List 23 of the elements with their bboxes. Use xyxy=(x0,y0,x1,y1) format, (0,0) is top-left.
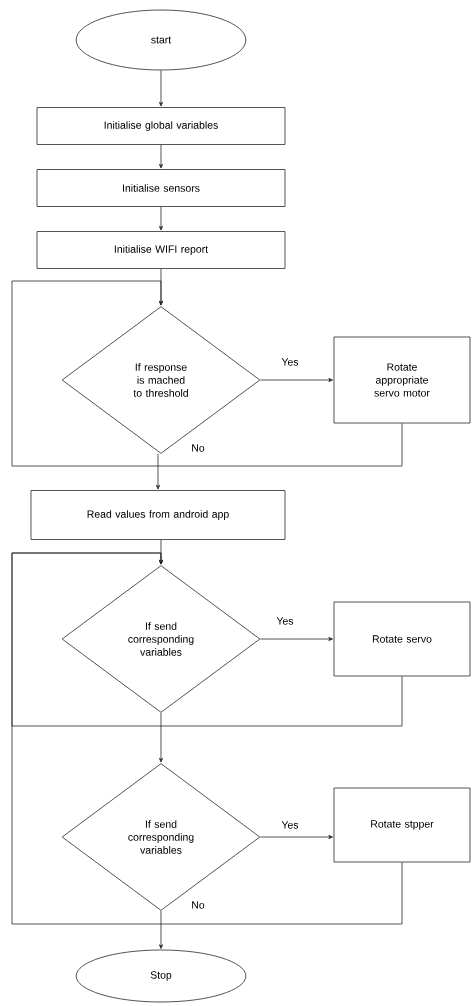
edge-label: No xyxy=(192,901,205,909)
edge-label: Yes xyxy=(281,358,299,366)
process-box: Rotate stpper xyxy=(333,787,471,863)
edge-label: No xyxy=(192,444,205,452)
arrow xyxy=(159,712,163,763)
arrow xyxy=(159,70,163,107)
process-box: Initialise global variables xyxy=(36,107,286,145)
arrow xyxy=(260,835,333,839)
process-box: Initialise sensors xyxy=(36,169,286,207)
arrow xyxy=(156,453,160,490)
edge-label: Yes xyxy=(281,821,299,829)
process-box: Rotate appropriate servo motor xyxy=(333,336,471,424)
loop-arrow xyxy=(11,552,403,925)
process-box: Rotate servo xyxy=(333,601,471,677)
edge-label: Yes xyxy=(276,617,294,625)
arrow xyxy=(260,637,333,641)
arrow xyxy=(159,910,163,949)
process-box: Initialise WIFI report xyxy=(36,231,286,269)
loop-arrow xyxy=(11,280,403,467)
arrow xyxy=(159,206,163,231)
arrow xyxy=(159,144,163,169)
process-box: Read values from android app xyxy=(30,490,286,540)
arrow xyxy=(260,378,333,382)
